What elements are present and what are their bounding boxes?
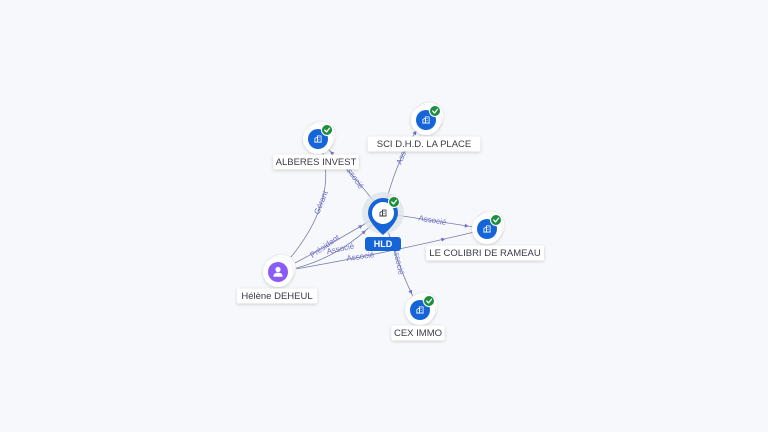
- check-badge-icon: [321, 124, 333, 136]
- edge-arrow: [408, 289, 412, 295]
- edge-arrow: [358, 225, 363, 229]
- check-badge-icon: [429, 105, 441, 117]
- edge-arrow: [412, 130, 417, 136]
- edge-label: Gérant: [312, 189, 330, 216]
- node-alberes[interactable]: [303, 120, 337, 154]
- check-badge-icon: [490, 214, 502, 226]
- check-badge-icon: [423, 295, 435, 307]
- node-sci[interactable]: [411, 101, 445, 135]
- edge-helene-colibri: [277, 228, 488, 273]
- node-label-colibri[interactable]: LE COLIBRI DE RAMEAU: [426, 245, 544, 261]
- node-label-alberes[interactable]: ALBERES INVEST: [273, 154, 359, 170]
- edge-arrow: [330, 151, 335, 156]
- center-label-text: HLD: [374, 239, 393, 249]
- nodes-layer: ALBERES INVEST SCI D.H.D. LA PLACE LE COLI…: [236, 101, 544, 341]
- building-icon: [416, 306, 424, 314]
- edge-arrow: [361, 230, 366, 235]
- edge-helene-alberes: [277, 138, 327, 273]
- node-label-sci[interactable]: SCI D.H.D. LA PLACE: [367, 136, 481, 152]
- edge-label: Associé: [418, 213, 448, 227]
- check-badge-icon: [388, 196, 400, 208]
- node-label-cex[interactable]: CEX IMMO: [391, 325, 445, 341]
- building-icon: [483, 225, 491, 233]
- building-icon: [422, 116, 430, 124]
- edge-label: Associé: [346, 250, 376, 263]
- node-label-text: LE COLIBRI DE RAMEAU: [429, 248, 541, 259]
- node-colibri[interactable]: [472, 210, 506, 244]
- edge-arrow: [441, 237, 446, 242]
- user-icon: [273, 266, 283, 277]
- node-label-text: ALBERES INVEST: [276, 157, 357, 168]
- node-label-text: Hélène DEHEUL: [241, 291, 312, 302]
- edge-arrow: [464, 223, 469, 228]
- node-label-text: SCI D.H.D. LA PLACE: [377, 139, 472, 150]
- building-icon: [379, 209, 387, 217]
- node-helene[interactable]: [263, 253, 297, 287]
- center-label[interactable]: HLD: [365, 237, 401, 251]
- node-label-text: CEX IMMO: [394, 328, 442, 339]
- building-icon: [314, 135, 322, 143]
- node-cex[interactable]: [405, 291, 439, 325]
- node-hld[interactable]: [362, 192, 404, 235]
- node-label-helene[interactable]: Hélène DEHEUL: [236, 288, 318, 304]
